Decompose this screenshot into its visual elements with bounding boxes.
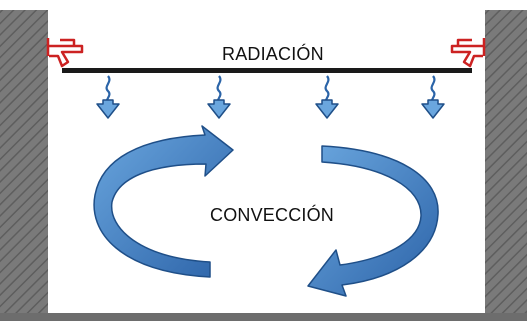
left-wall-bracket-icon [46, 38, 84, 68]
convection-arrow-top-icon [93, 125, 234, 278]
radiation-arrow-3-icon [315, 75, 339, 119]
radiation-arrow-1-icon [96, 75, 120, 119]
left-wall [0, 10, 48, 313]
heater-bar [62, 68, 472, 73]
right-wall [485, 10, 527, 313]
radiation-arrows [96, 75, 445, 119]
radiation-arrow-4-icon [421, 75, 445, 119]
convection-loop [93, 125, 439, 297]
radiation-arrow-2-icon [207, 75, 231, 119]
floor [0, 313, 527, 321]
convection-arrow-bottom-icon [307, 145, 439, 297]
radiation-label: RADIACIÓN [222, 44, 324, 64]
convection-label: CONVECCIÓN [210, 205, 335, 225]
right-wall-bracket-icon [450, 38, 486, 68]
